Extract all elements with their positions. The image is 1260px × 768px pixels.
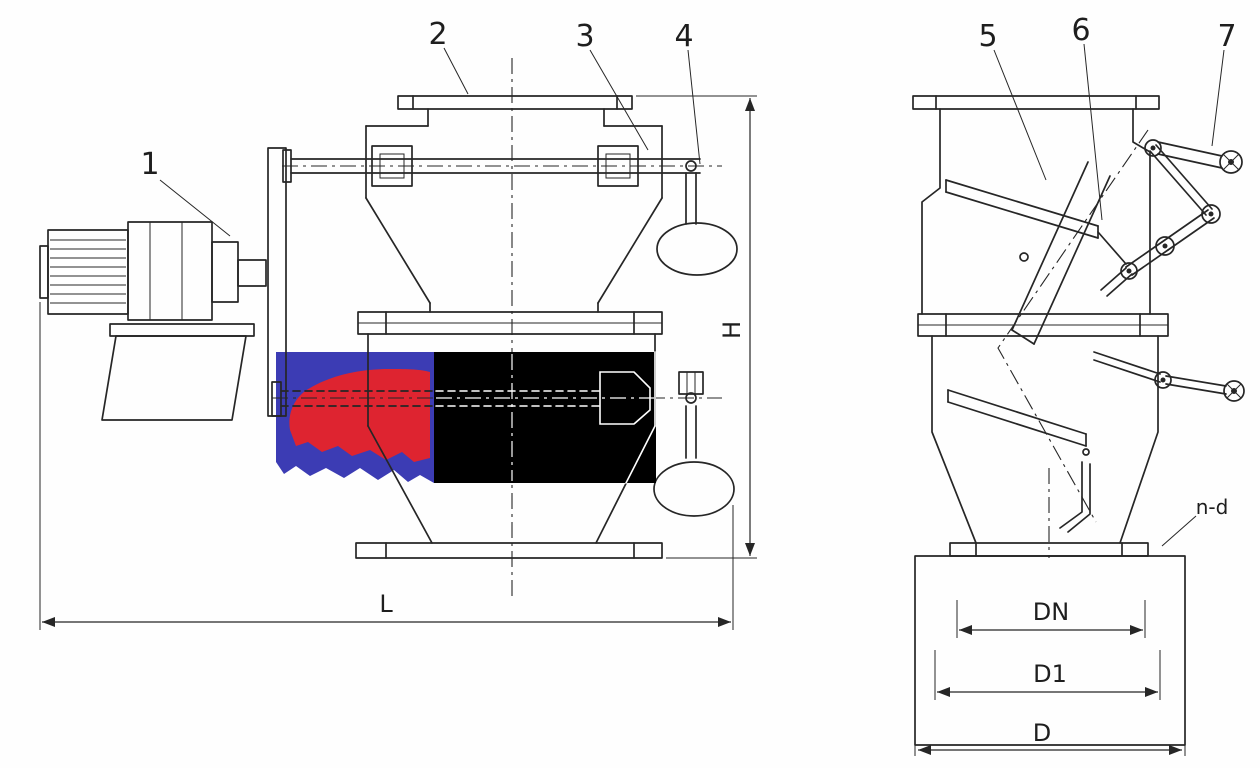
callout-4: 4	[674, 19, 693, 54]
bottom-flange-left-view	[355, 542, 663, 559]
dimension-label-n-d: n-d	[1196, 495, 1229, 519]
discharge-chute	[997, 129, 1149, 558]
callout-2: 2	[428, 17, 447, 52]
lower-counterweight	[653, 392, 735, 517]
dimension-box	[914, 555, 1186, 746]
motor-drive	[39, 147, 287, 421]
upper-flap-plate	[945, 179, 1127, 265]
dimensions: H L DN D1 D n-d	[39, 95, 1229, 756]
left-view	[39, 58, 738, 596]
upper-linkage	[1100, 139, 1243, 297]
lower-handwheel	[1223, 380, 1245, 402]
dimension-label-L: L	[379, 590, 393, 618]
callout-5: 5	[978, 19, 997, 54]
flap-stop-bracket	[1059, 448, 1091, 533]
overlay-red-region	[289, 369, 430, 462]
upper-body	[365, 125, 663, 313]
overlay-black-region-lines	[435, 351, 656, 484]
callout-1: 1	[140, 147, 159, 182]
overlay-regions-under	[276, 352, 434, 483]
lower-linkage	[1093, 351, 1245, 402]
dimension-label-D: D	[1033, 719, 1051, 747]
overlay-black-region	[434, 352, 656, 483]
dimension-label-H: H	[718, 321, 746, 339]
callout-3: 3	[575, 19, 594, 54]
upper-handwheel	[1219, 150, 1243, 174]
right-casing	[917, 108, 1169, 557]
lower-flap-plate	[947, 389, 1087, 447]
upper-counterweight	[656, 160, 738, 276]
dimension-label-D1: D1	[1033, 660, 1067, 688]
callout-7: 7	[1217, 19, 1236, 54]
middle-flange	[357, 311, 663, 335]
callouts: 1 2 3 4 5 6 7	[140, 13, 1237, 237]
upper-shaft	[282, 145, 701, 187]
left-view-centerlines	[272, 58, 722, 596]
dimension-label-DN: DN	[1033, 598, 1069, 626]
overlay-black-group	[434, 351, 656, 484]
right-top-flange	[912, 95, 1160, 110]
right-view	[912, 95, 1245, 746]
top-flange	[365, 95, 663, 127]
callout-6: 6	[1071, 13, 1090, 48]
